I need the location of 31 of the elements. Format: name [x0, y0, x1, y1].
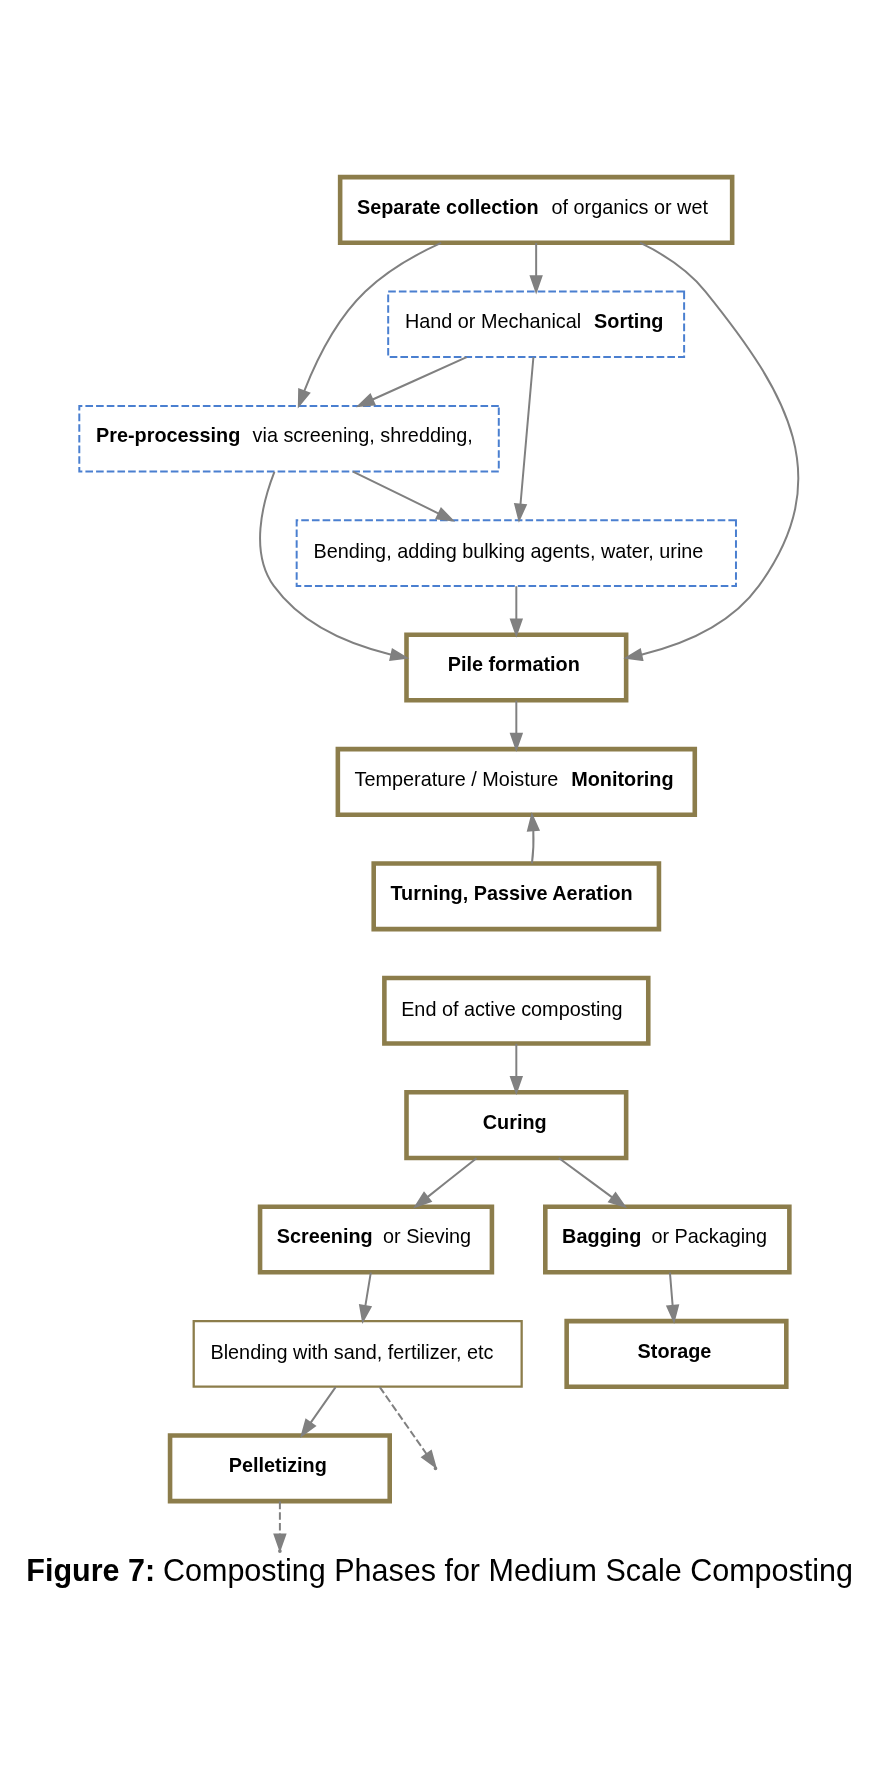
arrow [665, 1271, 680, 1325]
arrow [557, 1156, 628, 1209]
arrow [297, 241, 443, 409]
node-box: Separate collection of organics or wet [337, 174, 735, 245]
node-box: Temperature / Moisture Monitoring [335, 746, 698, 817]
arrow [300, 1386, 337, 1438]
node-box: End of active composting [382, 975, 651, 1046]
arrow [355, 356, 468, 408]
node-box: Pile formation [404, 632, 629, 703]
arrow [509, 585, 524, 638]
node-box: Storage [564, 1318, 789, 1389]
node-box: Screening or Sieving [257, 1204, 495, 1275]
caption: Figure 7: Composting Phases for Medium Scale Composting [26, 1553, 853, 1588]
node-box: Curing [404, 1090, 629, 1161]
arrow [509, 1042, 524, 1096]
node-box: Bending, adding bulking agents, water, urine [295, 519, 737, 587]
node-box: Hand or Mechanical Sorting [387, 290, 686, 359]
arrow [259, 470, 410, 662]
node-box: Blending with sand, fertilizer, etc [192, 1320, 523, 1388]
node-box: Pelletizing [167, 1433, 392, 1504]
arrow [358, 1271, 373, 1325]
node-box: Pre-processing via screening, shredding, [78, 404, 500, 473]
arrow [413, 1157, 478, 1209]
node-box: Turning, Passive Aeration [371, 861, 662, 932]
arrow [513, 356, 535, 523]
arrow [623, 241, 800, 662]
arrow [529, 242, 543, 295]
arrow [509, 699, 524, 753]
arrow [526, 812, 541, 865]
arrow [352, 470, 456, 522]
node-box: Bagging or Packaging [543, 1204, 792, 1275]
